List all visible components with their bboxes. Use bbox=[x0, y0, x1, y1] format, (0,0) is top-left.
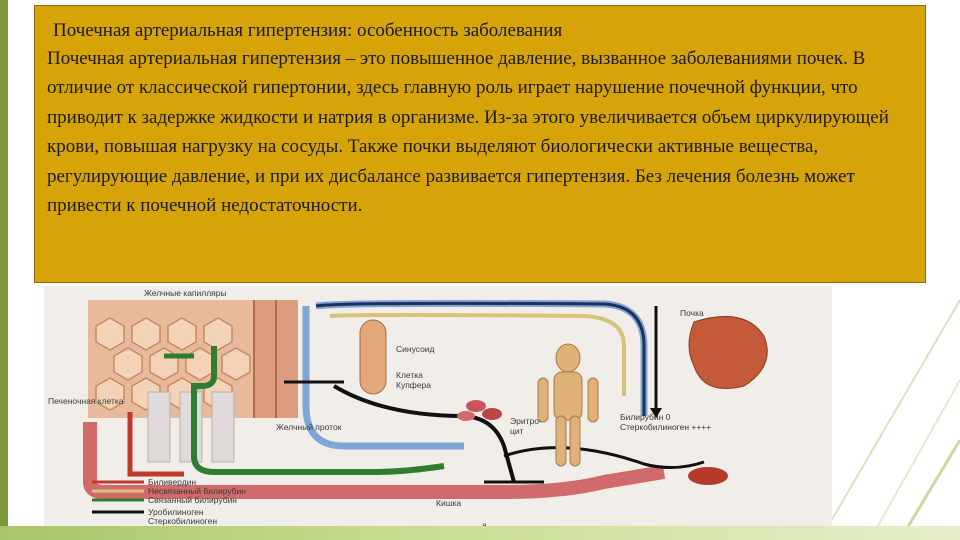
slide-body-text: Почечная артериальная гипертензия – это … bbox=[47, 48, 889, 217]
label-figure-letter: а bbox=[482, 520, 487, 530]
label-kidney: Почка bbox=[680, 308, 704, 318]
label-erythrocyte-line2: цит bbox=[510, 426, 524, 436]
kidney-shape bbox=[688, 316, 768, 389]
bilirubin-metabolism-diagram: Желчные капилляры Печеночная клетка Сину… bbox=[44, 286, 832, 532]
erythrocytes bbox=[457, 400, 502, 421]
label-erythrocyte-line1: Эритро- bbox=[510, 416, 542, 426]
vessel-paths bbox=[284, 299, 648, 450]
legend-label-0: Биливердин bbox=[148, 477, 196, 487]
bottom-accent-bar bbox=[0, 526, 960, 540]
legend-label-2: Связанный билирубин bbox=[148, 495, 237, 505]
label-capillaries: Желчные капилляры bbox=[144, 288, 227, 298]
label-sinusoid: Синусоид bbox=[396, 344, 435, 354]
label-hepatocyte: Печеночная клетка bbox=[48, 396, 124, 406]
legend-label-4: Стеркобилиноген bbox=[148, 516, 217, 526]
label-kidney-output-line1: Билирубин 0 bbox=[620, 412, 671, 422]
label-bile-duct: Желчный проток bbox=[276, 422, 342, 432]
left-accent-bar bbox=[0, 0, 8, 540]
label-kupffer-line2: Купфера bbox=[396, 380, 431, 390]
text-box: Почечная артериальная гипертензия: особе… bbox=[34, 5, 926, 283]
human-figure bbox=[537, 343, 599, 467]
kidney-outflow-arrow bbox=[650, 408, 662, 418]
sinusoid-shape bbox=[359, 319, 387, 395]
intestine-shape bbox=[83, 412, 705, 499]
label-kidney-output-line2: Стеркобилиноген ++++ bbox=[620, 422, 711, 432]
decorative-lines bbox=[819, 299, 960, 540]
slide-title: Почечная артериальная гипертензия: особе… bbox=[53, 20, 563, 41]
label-intestine: Кишка bbox=[436, 498, 461, 508]
stool-shape bbox=[688, 467, 728, 485]
label-kupffer-line1: Клетка bbox=[396, 370, 423, 380]
legend-label-1: Несвязанный билирубин bbox=[148, 486, 246, 496]
legend-label-3: Уробилиноген bbox=[148, 507, 204, 517]
liver-tissue bbox=[88, 300, 298, 418]
conjugated-bilirubin-path bbox=[164, 346, 445, 475]
diagram-legend: Биливердин Несвязанный билирубин Связанн… bbox=[92, 477, 246, 526]
